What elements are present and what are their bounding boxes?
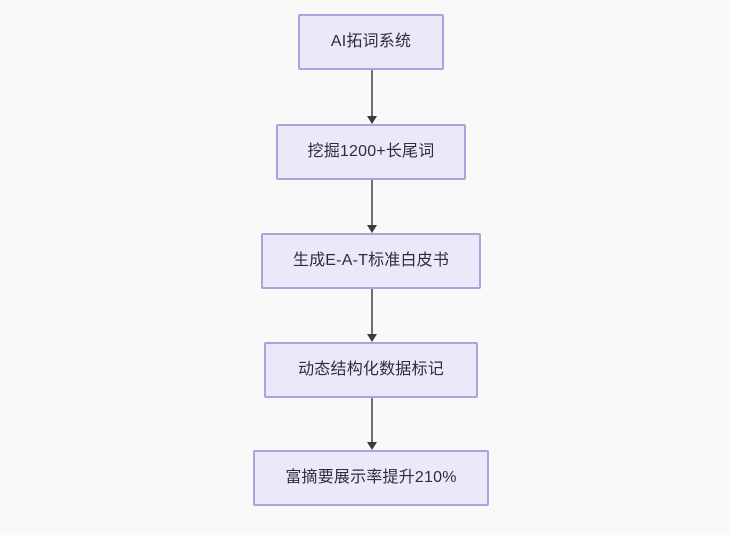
edge-line <box>371 289 373 334</box>
flowchart-node-5[interactable]: 富摘要展示率提升210% <box>253 450 489 506</box>
arrowhead-down-icon <box>367 442 377 450</box>
flowchart-node-4-label: 动态结构化数据标记 <box>298 361 444 378</box>
flowchart-edge-3 <box>364 289 380 342</box>
flowchart-node-1-label: AI拓词系统 <box>330 33 412 50</box>
edge-line <box>371 180 373 225</box>
flowchart-edge-1 <box>364 70 380 124</box>
flowchart-node-5-label: 富摘要展示率提升210% <box>285 469 457 486</box>
flowchart-node-3-label: 生成E-A-T标准白皮书 <box>292 252 450 269</box>
flowchart-node-3[interactable]: 生成E-A-T标准白皮书 <box>261 233 481 289</box>
arrowhead-down-icon <box>367 225 377 233</box>
arrowhead-down-icon <box>367 116 377 124</box>
flowchart-node-2-label: 挖掘1200+长尾词 <box>307 143 435 160</box>
flowchart-node-2[interactable]: 挖掘1200+长尾词 <box>276 124 466 180</box>
flowchart-node-4[interactable]: 动态结构化数据标记 <box>264 342 478 398</box>
flowchart-edge-4 <box>364 398 380 450</box>
flowchart-node-1[interactable]: AI拓词系统 <box>298 14 444 70</box>
flowchart-edge-2 <box>364 180 380 233</box>
arrowhead-down-icon <box>367 334 377 342</box>
edge-line <box>371 70 373 116</box>
edge-line <box>371 398 373 442</box>
